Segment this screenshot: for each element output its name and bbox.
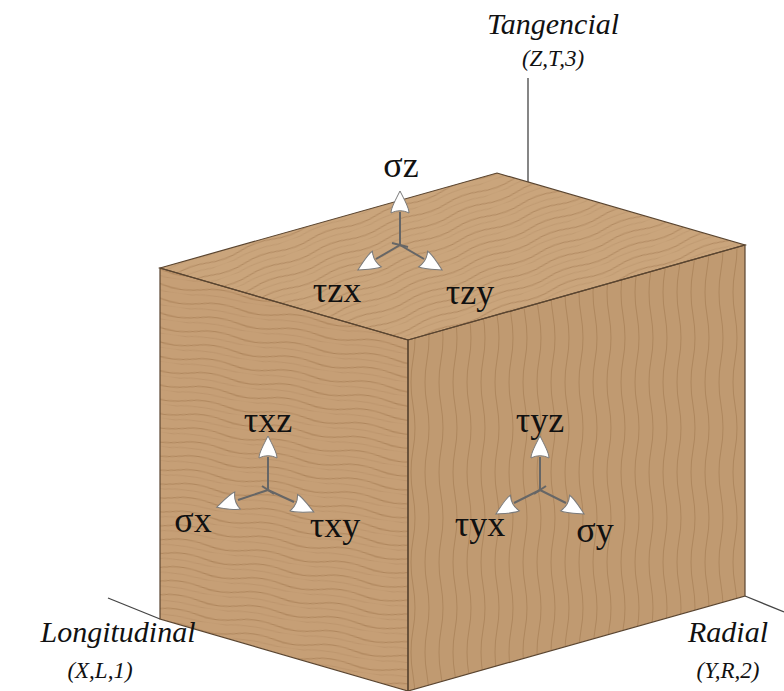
stress-label: τzx	[313, 272, 361, 308]
axis-title: Longitudinal	[40, 617, 195, 647]
stress-label: σx	[174, 502, 211, 538]
stress-label: τzy	[446, 274, 494, 310]
stress-label: τyx	[455, 506, 505, 542]
stress-symbol-right	[514, 457, 566, 503]
stress-symbol-left	[238, 457, 294, 502]
axis-title: Tangencial	[487, 9, 619, 39]
axis-code: (Y,R,2)	[696, 659, 759, 682]
stress-symbol-top	[376, 212, 424, 259]
stress-label: τxz	[244, 402, 292, 438]
cube-edges	[160, 173, 745, 691]
axis-title: Radial	[688, 617, 768, 647]
stress-label: τyz	[516, 402, 564, 438]
stress-label: σz	[383, 147, 418, 183]
stress-label: σy	[576, 512, 613, 548]
axis-code: (X,L,1)	[67, 659, 132, 682]
stress-label: τxy	[310, 507, 360, 543]
axis-code: (Z,T,3)	[522, 47, 584, 70]
left-face	[160, 268, 408, 691]
